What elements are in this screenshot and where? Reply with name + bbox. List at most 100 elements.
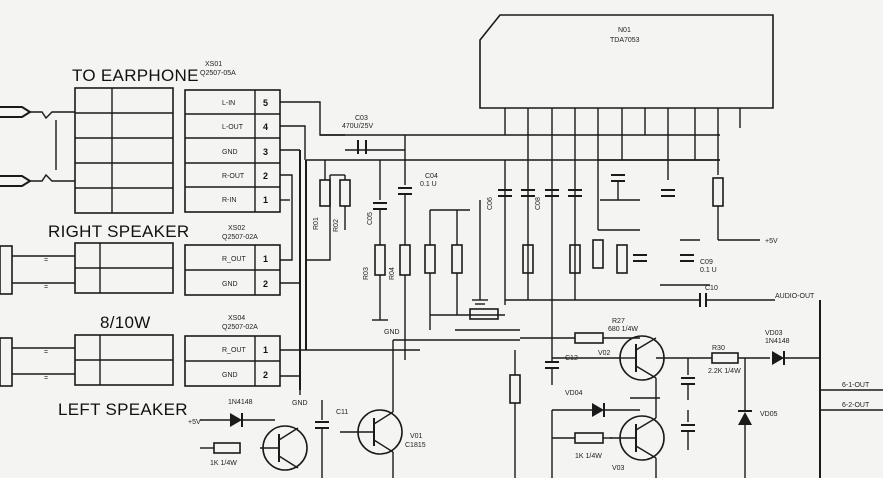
svg-text:1N4148: 1N4148: [228, 399, 253, 406]
diode-vd03: VD03 1N4148: [765, 330, 820, 365]
xs01-pin1-num: 1: [263, 195, 268, 205]
svg-text:=: =: [44, 375, 48, 382]
resistor-lower: 1K 1/4W: [551, 410, 612, 478]
ic-pins: [504, 108, 741, 305]
xs04-ref: XS04: [228, 315, 245, 322]
xs04-pin1-num: 1: [263, 345, 268, 355]
svg-text:0.1 U: 0.1 U: [420, 181, 437, 188]
svg-text:C06: C06: [487, 197, 494, 210]
xs01-ref: XS01: [205, 61, 222, 68]
capacitor-right: [681, 358, 695, 400]
svg-text:V02: V02: [598, 350, 611, 357]
svg-text:R03: R03: [363, 267, 370, 280]
svg-text:V03: V03: [612, 465, 625, 472]
svg-text:R04: R04: [389, 267, 396, 280]
gnd-label-left: GND: [292, 400, 308, 407]
xs01-pin5-label: L-IN: [222, 100, 235, 107]
capacitor-c11: C11: [315, 400, 348, 478]
svg-text:AUDIO-OUT: AUDIO-OUT: [775, 293, 815, 300]
ic-side-components: C06 C08 +5V C09 0.1 U C10: [487, 159, 778, 307]
ic-ref: N01: [618, 27, 631, 34]
connector-xs02: XS02 Q2507-02A R_OUT 1 GND 2: [184, 225, 281, 296]
capacitor-c04: C04 0.1 U: [398, 135, 438, 245]
svg-text:=: =: [44, 257, 48, 264]
left-speaker-icon: = =: [0, 337, 75, 387]
xs04-pin1-label: R_OUT: [222, 347, 246, 354]
xs04-part: Q2507-02A: [222, 324, 258, 331]
svg-text:2.2K 1/4W: 2.2K 1/4W: [708, 368, 741, 375]
xs01-pin2-label: R-OUT: [222, 173, 245, 180]
svg-text:1K 1/4W: 1K 1/4W: [575, 453, 602, 460]
svg-text:R30: R30: [712, 345, 725, 352]
svg-text:VD04: VD04: [565, 390, 583, 397]
transistor-v02: V02: [552, 335, 665, 399]
wiring-bus: GND: [280, 101, 720, 407]
xs02-pin2-num: 2: [263, 279, 268, 289]
xs04-pin2-label: GND: [222, 372, 238, 379]
vcc-label-left: +5V: [188, 419, 201, 426]
to-earphone-label: TO EARPHONE: [72, 66, 199, 85]
left-speaker-terminal-block: [74, 334, 174, 386]
earphone-terminal-block: [74, 87, 174, 214]
vcc-label: +5V: [765, 238, 778, 245]
capacitor-c05: C05: [367, 160, 387, 245]
connector-xs01: XS01 Q2507-05A L-IN 5 L-OUT 4 GND 3 R-OU…: [184, 61, 281, 213]
xs01-pin1-label: R-IN: [222, 197, 236, 204]
svg-text:C04: C04: [425, 173, 438, 180]
earphone-jack-icon: [0, 106, 75, 187]
xs01-part: Q2507-05A: [200, 70, 236, 77]
capacitor-lower: [681, 410, 695, 450]
diode-vd04: VD04: [552, 390, 640, 417]
svg-text:C03: C03: [355, 115, 368, 122]
out-pin-a: 6-1-OUT: [842, 382, 870, 389]
resistor-r01: R01: [313, 160, 331, 230]
capacitor-c12: C12: [545, 300, 578, 385]
xs01-pin5-num: 5: [263, 98, 268, 108]
resistor-r04: R04: [389, 244, 411, 360]
svg-text:470U/25V: 470U/25V: [342, 123, 373, 130]
xs01-pin2-num: 2: [263, 171, 268, 181]
svg-text:R27: R27: [612, 318, 625, 325]
resistor-r02: R02: [333, 175, 351, 232]
xs01-pin3-num: 3: [263, 147, 268, 157]
transistor-v03: V03: [610, 398, 665, 478]
left-speaker-label: LEFT SPEAKER: [58, 400, 188, 419]
resistor-r30: R30 2.2K 1/4W: [656, 345, 770, 375]
xs02-pin2-label: GND: [222, 281, 238, 288]
mid-components: [424, 200, 520, 331]
svg-text:V01: V01: [410, 433, 423, 440]
right-speaker-icon: = =: [0, 245, 75, 295]
diode-vd05: VD05: [738, 358, 778, 478]
ic-part: TDA7053: [610, 37, 640, 44]
svg-text:1K 1/4W: 1K 1/4W: [210, 460, 237, 467]
diode-left: 1N4148 +5V: [188, 399, 275, 427]
xs04-pin2-num: 2: [263, 370, 268, 380]
svg-text:VD05: VD05: [760, 411, 778, 418]
svg-text:C1815: C1815: [405, 442, 426, 449]
svg-text:R02: R02: [333, 219, 340, 232]
svg-text:C11: C11: [336, 409, 348, 416]
xs02-pin1-label: R_OUT: [222, 256, 246, 263]
out-pin-b: 6-2-OUT: [842, 402, 870, 409]
xs02-pin1-num: 1: [263, 254, 268, 264]
svg-text:=: =: [44, 349, 48, 356]
svg-text:R01: R01: [313, 217, 320, 230]
transistor-v01: V01 C1815: [340, 339, 520, 478]
capacitor-c03: C03 470U/25V: [342, 115, 373, 154]
xs02-ref: XS02: [228, 225, 245, 232]
svg-text:=: =: [44, 284, 48, 291]
resistor-r27: R27 680 1/4W: [520, 318, 640, 344]
right-speaker-label: RIGHT SPEAKER: [48, 222, 190, 241]
svg-text:C09: C09: [700, 259, 713, 266]
svg-text:C08: C08: [535, 197, 542, 210]
transistor-left-a: 1K 1/4W: [200, 425, 308, 471]
svg-text:C10: C10: [705, 285, 718, 292]
svg-text:1N4148: 1N4148: [765, 338, 790, 345]
xs01-pin3-label: GND: [222, 149, 238, 156]
right-speaker-terminal-block: [74, 242, 174, 294]
svg-text:C05: C05: [367, 212, 374, 225]
svg-text:680 1/4W: 680 1/4W: [608, 326, 638, 333]
audio-out-net: AUDIO-OUT 6-1-OUT 6-2-OUT: [775, 293, 883, 478]
xs02-part: Q2507-02A: [222, 234, 258, 241]
